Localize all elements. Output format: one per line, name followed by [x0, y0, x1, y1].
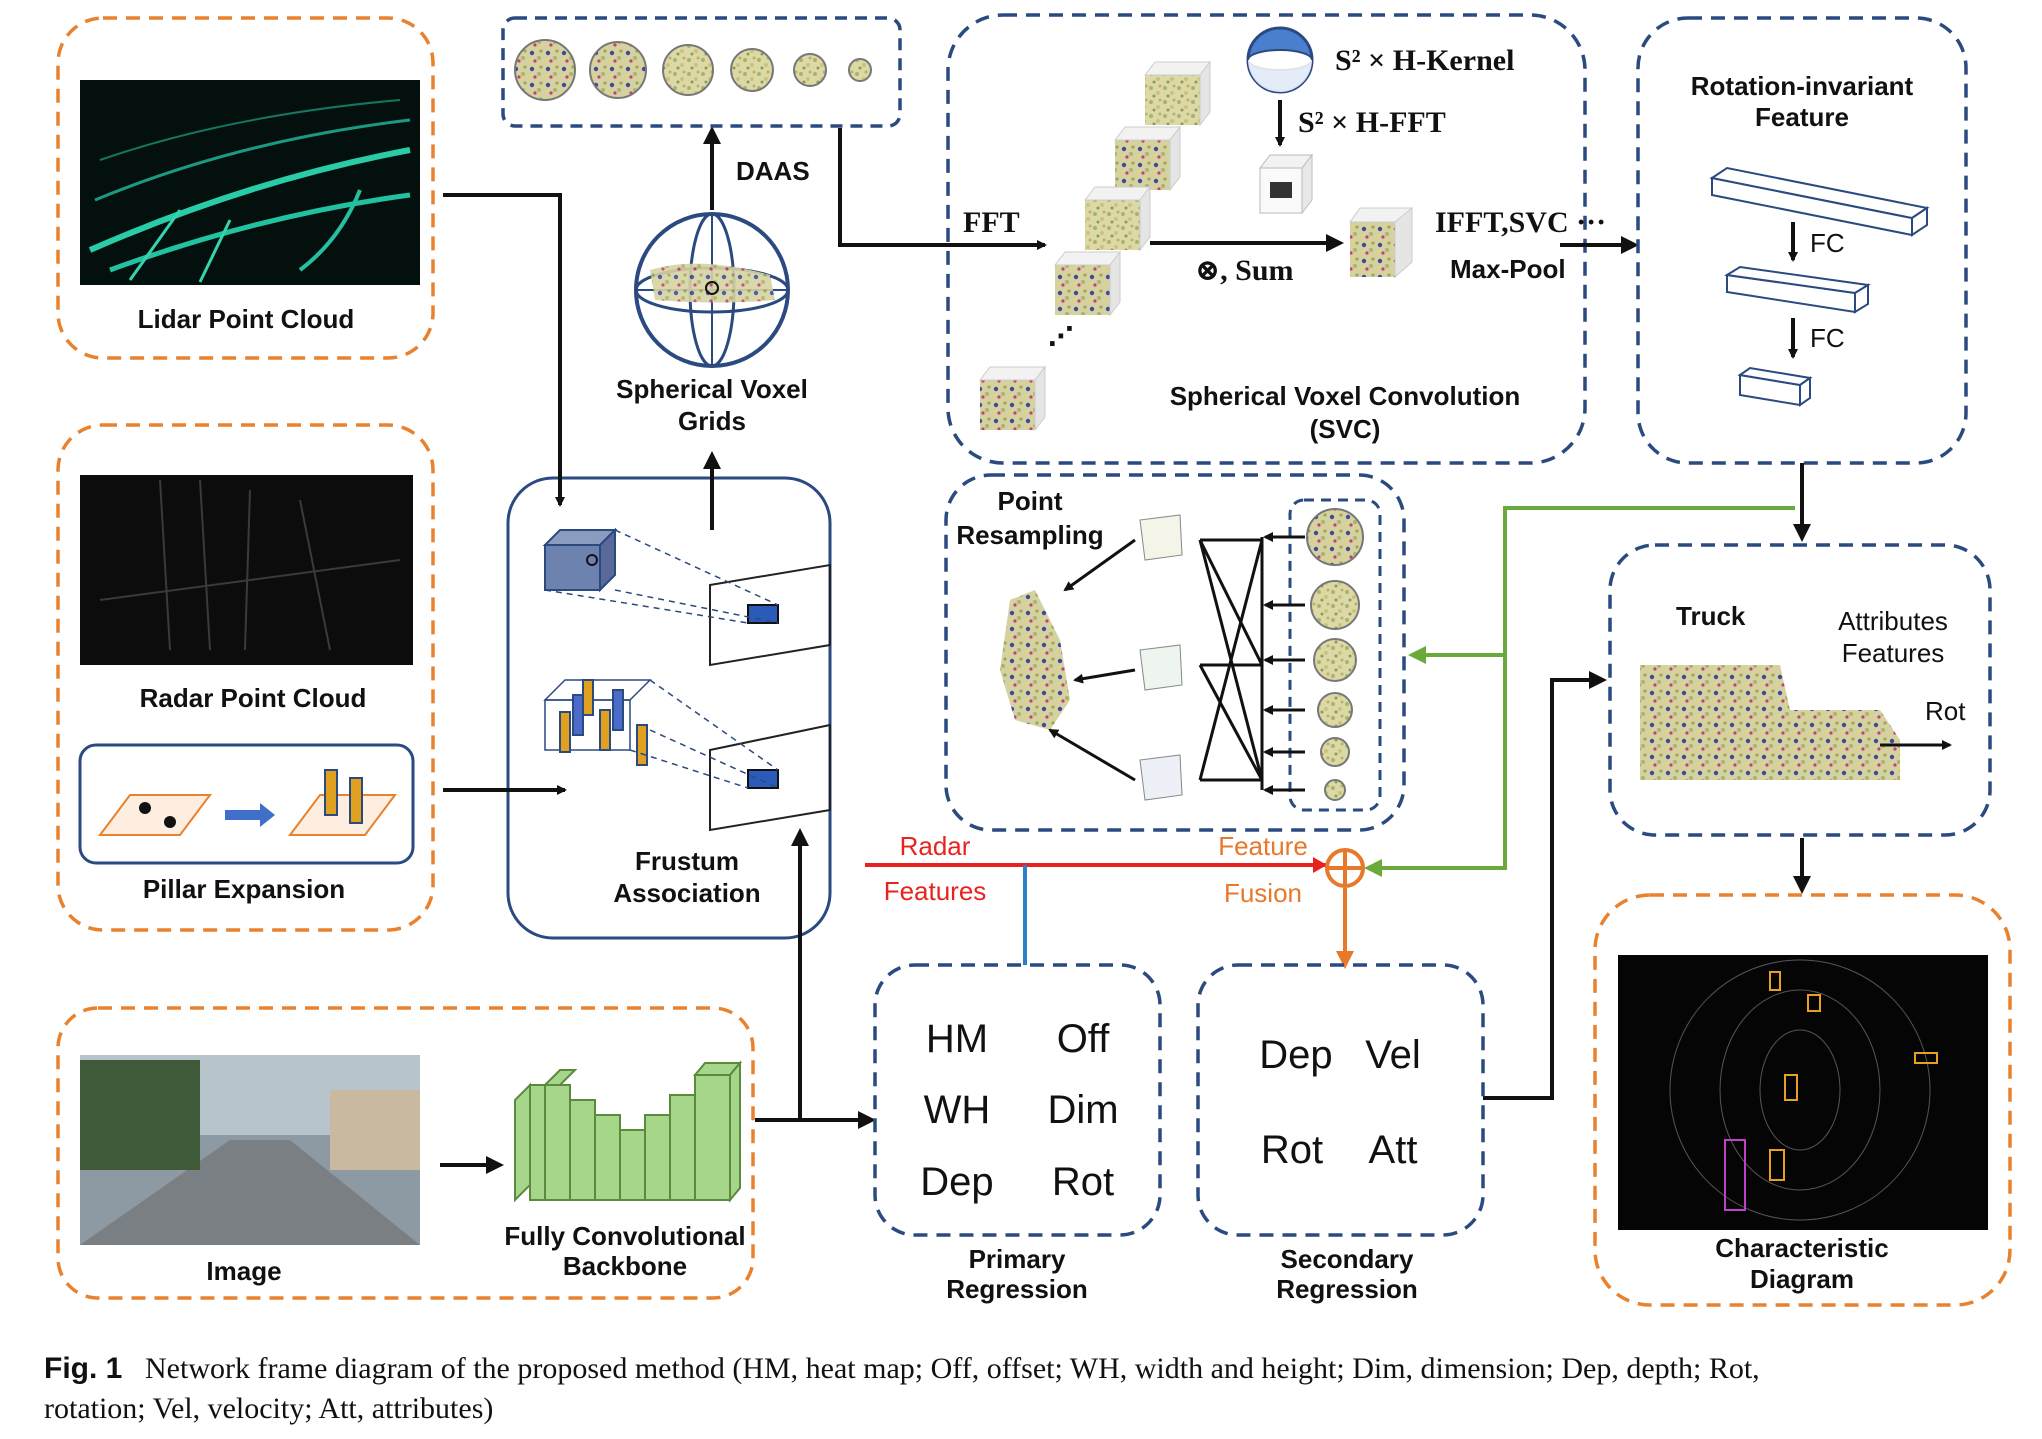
spherical-label-2: Grids — [678, 406, 746, 436]
backbone-label-2: Backbone — [563, 1251, 687, 1281]
feature-flow-label: Feature — [1218, 831, 1308, 861]
image-panel: Image Fully Convolutional Backbone — [56, 1006, 755, 1300]
secondary-item-vel: Vel — [1365, 1033, 1421, 1077]
rot-label: Rot — [1925, 696, 1966, 726]
backbone-label-1: Fully Convolutional — [504, 1221, 745, 1251]
fusion-node — [1325, 848, 1365, 888]
fc1-label: FC — [1810, 228, 1845, 258]
ifft-label: IFFT,SVC ··· — [1435, 206, 1606, 239]
primary-item-off: Off — [1057, 1017, 1111, 1061]
svc-title-2: (SVC) — [1310, 414, 1381, 444]
kernel-label: S² × H-Kernel — [1335, 44, 1514, 77]
primary-item-dep: Dep — [920, 1160, 993, 1204]
stack-ellipsis: ⋰ — [1048, 321, 1074, 351]
figure-caption: Fig. 1 Network frame diagram of the prop… — [44, 1352, 1760, 1425]
backbone-icon — [514, 1060, 743, 1203]
lidar-label: Lidar Point Cloud — [138, 304, 355, 334]
pillar-expansion-box — [78, 743, 415, 865]
caption-line-2: rotation; Vel, velocity; Att, attributes… — [44, 1392, 493, 1425]
characteristic-label-2: Diagram — [1750, 1264, 1854, 1294]
caption-label: Fig. 1 — [44, 1352, 122, 1385]
truck-point-cloud — [1640, 665, 1900, 780]
lidar-panel: Lidar Point Cloud — [56, 16, 435, 360]
features-flow-label: Features — [884, 876, 987, 906]
resample-label-1: Point — [998, 486, 1063, 516]
kernel-sphere-icon — [1246, 26, 1314, 94]
truck-attributes-panel: Truck Attributes Features Rot — [1608, 543, 1992, 837]
spherical-label-1: Spherical Voxel — [616, 374, 808, 404]
secondary-to-truck-arrow — [1483, 671, 1607, 1100]
maxpool-label: Max-Pool — [1450, 254, 1566, 284]
sphere-scales-box — [501, 16, 902, 128]
frustum-label-1: Frustum — [635, 846, 739, 876]
lidar-to-frustum-arrow — [443, 193, 565, 507]
characteristic-diagram-panel: Characteristic Diagram — [1593, 893, 2012, 1307]
primary-label-1: Primary — [969, 1244, 1066, 1274]
feature-block-stack — [978, 60, 1212, 432]
scale-spheres — [1306, 508, 1364, 801]
secondary-regression-panel: Dep Vel Rot Att Secondary Regression — [1196, 963, 1485, 1304]
primary-item-rot: Rot — [1052, 1160, 1114, 1204]
characteristic-label-1: Characteristic — [1715, 1233, 1888, 1263]
caption-line-1: Network frame diagram of the proposed me… — [145, 1352, 1760, 1385]
secondary-label-2: Regression — [1276, 1274, 1418, 1304]
resampled-points — [1000, 590, 1070, 730]
frustum-panel: Frustum Association — [506, 476, 832, 940]
svc-title-1: Spherical Voxel Convolution — [1170, 381, 1521, 411]
primary-label-2: Regression — [946, 1274, 1088, 1304]
rotinv-label-2: Feature — [1755, 102, 1849, 132]
sampled-patches — [1139, 514, 1183, 801]
point-resampling-panel: Point Resampling — [944, 473, 1406, 832]
rotinv-label-1: Rotation-invariant — [1691, 71, 1914, 101]
primary-item-dim: Dim — [1047, 1088, 1118, 1132]
primary-item-hm: HM — [926, 1017, 988, 1061]
frustum-label-2: Association — [613, 878, 760, 908]
secondary-item-att: Att — [1369, 1128, 1418, 1172]
rotinv-to-fusion-line — [1364, 506, 1795, 877]
secondary-item-dep: Dep — [1259, 1033, 1332, 1077]
image-label: Image — [206, 1256, 281, 1286]
bev-image — [1618, 955, 1988, 1230]
daas-label: DAAS — [736, 156, 810, 186]
primary-regression-panel: HM Off WH Dim Dep Rot Primary Regression — [873, 963, 1162, 1304]
attr-label-2: Features — [1842, 638, 1945, 668]
kernel-block — [1258, 153, 1314, 215]
spherical-voxel-grid — [634, 212, 790, 368]
attr-label-1: Attributes — [1838, 606, 1948, 636]
fc2-label: FC — [1810, 323, 1845, 353]
radar-flow-label: Radar — [900, 831, 971, 861]
svc-panel: FFT ⋰ S² × H-Kernel S² × H- — [946, 13, 1606, 465]
rotation-invariant-panel: Rotation-invariant Feature FC FC — [1636, 16, 1968, 465]
radar-label: Radar Point Cloud — [140, 683, 367, 713]
result-block — [1349, 206, 1413, 279]
sum-label: ⊗, Sum — [1195, 254, 1294, 287]
primary-item-wh: WH — [924, 1088, 991, 1132]
fusion-flow-label: Fusion — [1224, 878, 1302, 908]
lidar-image — [80, 80, 420, 285]
secondary-item-rot: Rot — [1261, 1128, 1323, 1172]
hfft-label: S² × H-FFT — [1298, 106, 1446, 139]
secondary-label-1: Secondary — [1281, 1244, 1414, 1274]
fft-label: FFT — [963, 206, 1020, 239]
radar-panel: Radar Point Cloud Pillar Expansion — [56, 423, 435, 932]
pillar-label: Pillar Expansion — [143, 874, 345, 904]
truck-label: Truck — [1676, 601, 1746, 631]
resample-label-2: Resampling — [956, 520, 1103, 550]
spheres-to-svc-arrow — [838, 128, 1047, 250]
